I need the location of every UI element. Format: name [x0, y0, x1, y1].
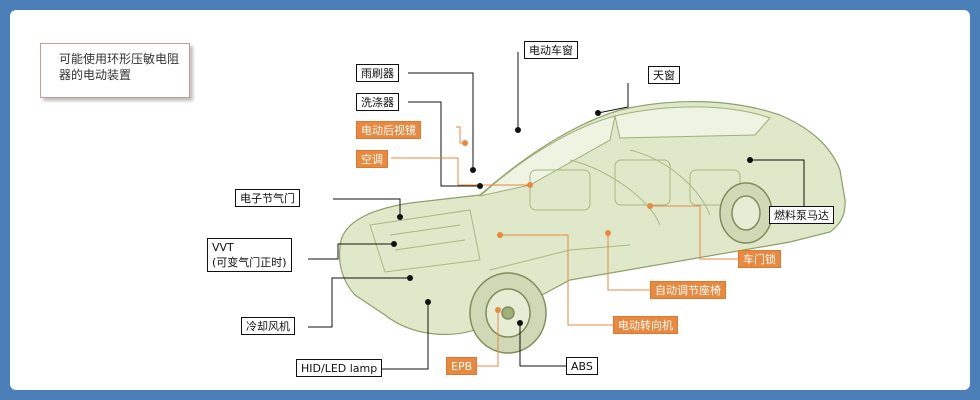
label-power-steering: 电动转向机	[613, 316, 678, 334]
label-power-window: 电动车窗	[524, 41, 578, 59]
label-vvt-line1: VVT	[212, 241, 234, 254]
label-epb: EPB	[446, 357, 478, 375]
label-fuel-pump: 燃料泵马达	[769, 206, 834, 224]
label-throttle: 电子节气门	[235, 189, 300, 207]
label-wiper: 雨刷器	[356, 64, 399, 82]
front-wheel	[469, 272, 547, 354]
label-air-conditioner: 空调	[356, 150, 388, 168]
diagram-panel: 可能使用环形压敏电阻器的电动装置	[10, 10, 970, 390]
label-washer: 洗涤器	[356, 93, 399, 111]
label-vvt-line2: (可变气门正时)	[212, 256, 287, 269]
label-sunroof: 天窗	[648, 66, 680, 84]
label-power-mirror: 电动后视镜	[356, 121, 421, 139]
car-body	[338, 100, 846, 336]
car-illustration	[308, 52, 846, 370]
rear-wheel	[719, 182, 773, 244]
diagram-title: 可能使用环形压敏电阻器的电动装置	[40, 43, 190, 98]
label-cooling-fan: 冷却风机	[241, 317, 295, 335]
label-door-lock: 车门锁	[738, 250, 781, 268]
label-power-seat: 自动调节座椅	[650, 281, 726, 299]
label-vvt: VVT (可变气门正时)	[207, 238, 292, 272]
label-abs: ABS	[566, 357, 598, 375]
label-hid-lamp: HID/LED lamp	[296, 359, 383, 377]
